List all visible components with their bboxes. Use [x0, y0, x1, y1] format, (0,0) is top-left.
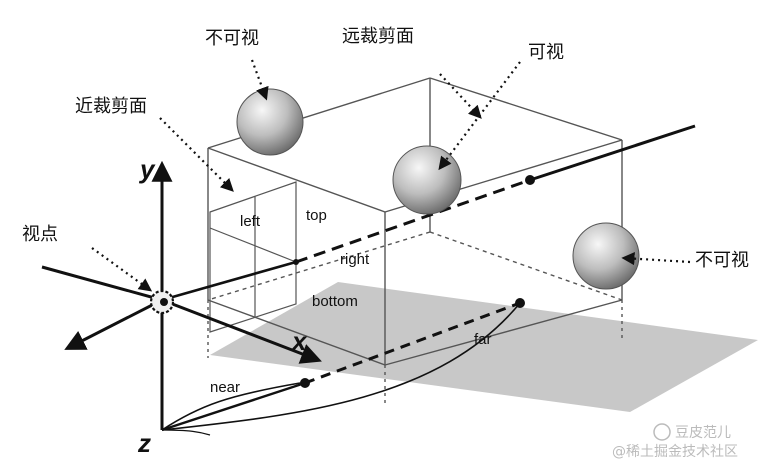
- view-line-back: [41, 265, 163, 302]
- label-bottom: bottom: [312, 293, 358, 310]
- axes: [41, 160, 322, 430]
- sphere-not-visible-right: [572, 222, 640, 290]
- label-near: near: [210, 379, 240, 396]
- watermark-brand: 豆皮范儿: [675, 424, 731, 441]
- x-axis-arrow: [161, 298, 322, 364]
- depth-line: [161, 301, 521, 436]
- leader-far-plane: [439, 73, 482, 119]
- far-point: [515, 298, 525, 308]
- leader-arrows: [91, 59, 691, 292]
- label-left: left: [240, 213, 261, 230]
- axis-label-y: y: [138, 154, 156, 184]
- label-visible: 可视: [528, 42, 564, 63]
- label-viewpoint: 视点: [22, 224, 58, 245]
- leader-not-visible-top: [250, 59, 269, 101]
- axis-label-z: z: [137, 428, 151, 458]
- sphere-not-visible-top: [236, 88, 304, 156]
- eye-icon: [149, 289, 175, 315]
- watermark: 豆皮范儿 @稀土掘金技术社区: [612, 423, 738, 460]
- near-point: [300, 378, 310, 388]
- label-right: right: [340, 251, 370, 268]
- wechat-icon: [653, 423, 671, 441]
- ray-far-point: [525, 175, 535, 185]
- leader-not-visible-right: [621, 252, 691, 266]
- leader-near-plane: [159, 117, 234, 192]
- label-far: far: [474, 331, 492, 348]
- watermark-text: @稀土掘金技术社区: [612, 444, 738, 460]
- label-far-clip-plane: 远裁剪面: [342, 26, 414, 47]
- axis-label-x: x: [290, 326, 308, 356]
- ray-near-point: [293, 259, 299, 265]
- ground-plane: [210, 282, 758, 412]
- label-top: top: [306, 207, 327, 224]
- leader-visible: [438, 61, 521, 171]
- label-not-visible-top: 不可视: [205, 28, 259, 49]
- label-not-visible-right: 不可视: [695, 250, 749, 271]
- x-axis-back: [64, 298, 163, 350]
- sphere-visible: [392, 145, 462, 215]
- view-ray: [161, 124, 696, 302]
- near-clip-rect: [209, 181, 297, 333]
- label-near-clip-plane: 近裁剪面: [75, 96, 147, 117]
